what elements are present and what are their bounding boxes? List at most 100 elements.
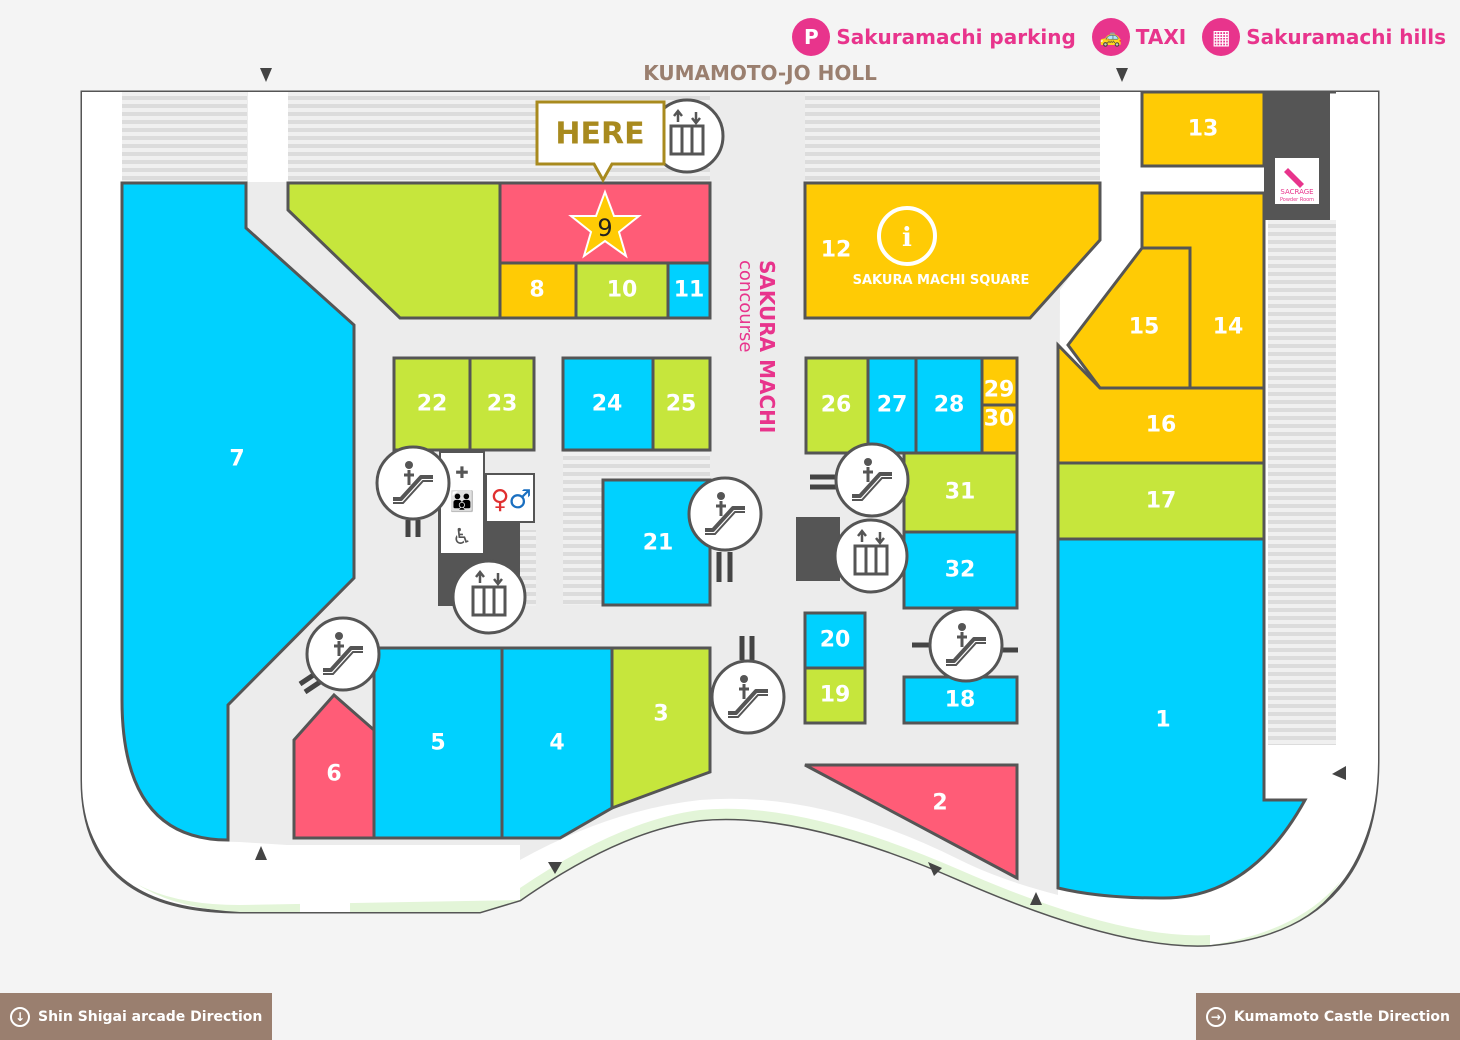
restroom-panel [485, 473, 535, 523]
information-symbol: i [902, 223, 912, 253]
here-marker: HERE 9 [535, 100, 666, 259]
store-12[interactable] [803, 181, 1102, 320]
shin-shigai-direction-button[interactable]: ↓ Shin Shigai arcade Direction [0, 993, 273, 1040]
wheelchair-icon: ♿ [452, 525, 472, 550]
parking-icon: P [792, 18, 831, 56]
kumamoto-castle-direction-button[interactable]: → Kumamoto Castle Direction [1195, 993, 1460, 1040]
current-location-star-icon [568, 189, 642, 259]
store-3[interactable] [610, 646, 712, 811]
store-1[interactable] [1056, 537, 1308, 900]
entrance-arrow-icon [928, 862, 942, 876]
store-number-26: 26 [821, 393, 852, 418]
store-19[interactable] [803, 666, 867, 725]
entrance-arrow-icon [1030, 892, 1042, 905]
store-20[interactable] [803, 611, 867, 670]
store-number-24: 24 [592, 392, 623, 417]
service-area [563, 450, 710, 605]
lipstick-icon [1284, 168, 1304, 188]
store-number-12: 12 [821, 238, 852, 263]
elevator-icon[interactable] [451, 559, 527, 635]
store-16[interactable] [1056, 341, 1266, 465]
store-number-29: 29 [984, 378, 1015, 403]
store-number-22: 22 [417, 392, 448, 417]
entrance-arrow-icon [255, 846, 267, 860]
concourse-label: SAKURA MACHI concourse [735, 260, 779, 433]
escalator-icon[interactable] [375, 445, 451, 521]
store-number-2: 2 [932, 791, 947, 816]
store-31[interactable] [902, 451, 1019, 534]
store-number-5: 5 [430, 731, 445, 756]
store-number-28: 28 [934, 393, 965, 418]
store-26[interactable] [804, 356, 870, 455]
store-number-14: 14 [1213, 315, 1244, 340]
escalator-icon[interactable] [687, 476, 763, 552]
store-number-15: 15 [1129, 315, 1160, 340]
hills-label: Sakuramachi hills [1246, 25, 1446, 49]
store-number-27: 27 [877, 393, 908, 418]
store-number-23: 23 [487, 392, 518, 417]
green-strip [88, 790, 1359, 946]
nursing-room-icon: ✚ [455, 463, 468, 482]
store-11[interactable] [666, 261, 712, 320]
store-number-19: 19 [820, 683, 851, 708]
store-7[interactable] [120, 181, 356, 842]
store-23[interactable] [468, 356, 536, 452]
store-number-25: 25 [666, 392, 697, 417]
store-18[interactable] [902, 675, 1019, 725]
female-restroom-icon: ♀ [490, 485, 509, 515]
escalator-icon[interactable] [710, 659, 786, 735]
building-icon: ▦ [1202, 18, 1241, 56]
taxi-link[interactable]: 🚕 TAXI [1091, 18, 1187, 56]
store-4[interactable] [500, 646, 614, 840]
store-green-unnumbered [286, 181, 502, 320]
left-direction-label: Shin Shigai arcade Direction [38, 1008, 263, 1025]
store-number-32: 32 [945, 558, 976, 583]
arrow-down-icon: ↓ [10, 1006, 30, 1027]
parking-link[interactable]: P Sakuramachi parking [792, 18, 1076, 56]
store-number-13: 13 [1188, 117, 1219, 142]
store-25[interactable] [651, 356, 712, 452]
store-number-11: 11 [674, 278, 705, 303]
store-number-10: 10 [607, 278, 638, 303]
store-number-30: 30 [984, 407, 1015, 432]
street-label: KUMAMOTO-JO HOLL [643, 61, 877, 85]
store-32[interactable] [902, 530, 1019, 610]
store-number-20: 20 [820, 628, 851, 653]
store-number-7: 7 [229, 447, 244, 472]
male-restroom-icon: ♂ [508, 485, 531, 515]
parking-label: Sakuramachi parking [836, 25, 1076, 49]
escalator-icon[interactable] [834, 442, 910, 518]
store-number-8: 8 [529, 278, 544, 303]
store-number-4: 4 [549, 731, 564, 756]
information-icon [877, 206, 937, 266]
family-icon: 👪 [450, 489, 475, 513]
entrance-arrow-icon [1332, 766, 1346, 780]
arrow-right-icon: → [1205, 1006, 1226, 1027]
taxi-label: TAXI [1135, 25, 1187, 49]
concourse-line1: SAKURA MACHI [755, 260, 779, 433]
top-links: P Sakuramachi parking 🚕 TAXI ▦ Sakuramac… [792, 18, 1446, 56]
store-2[interactable] [804, 763, 1019, 881]
store-number-21: 21 [643, 531, 674, 556]
store-10[interactable] [574, 261, 670, 320]
taxi-icon: 🚕 [1091, 18, 1130, 56]
entrance-arrow-icon [260, 68, 272, 82]
store-number-18: 18 [945, 688, 976, 713]
elevator-icon[interactable] [833, 518, 909, 594]
powder-room-line1: SACRAGE [1280, 188, 1313, 196]
concourse-line2: concourse [735, 260, 756, 353]
entrance-arrows [255, 68, 1346, 905]
service-area [122, 92, 247, 182]
square-label: SAKURA MACHI SQUARE [853, 273, 1030, 288]
here-label: HERE [555, 117, 644, 152]
entrance-arrow-icon [548, 862, 562, 874]
store-number-31: 31 [945, 480, 976, 505]
escalator-icon[interactable] [305, 616, 381, 692]
store-number-3: 3 [653, 702, 668, 727]
store-number-17: 17 [1146, 489, 1177, 514]
entrance-arrow-icon [1116, 68, 1128, 82]
hills-link[interactable]: ▦ Sakuramachi hills [1202, 18, 1446, 56]
store-number-16: 16 [1146, 413, 1177, 438]
escalator-icon[interactable] [928, 607, 1004, 683]
store-number-1: 1 [1155, 708, 1170, 733]
